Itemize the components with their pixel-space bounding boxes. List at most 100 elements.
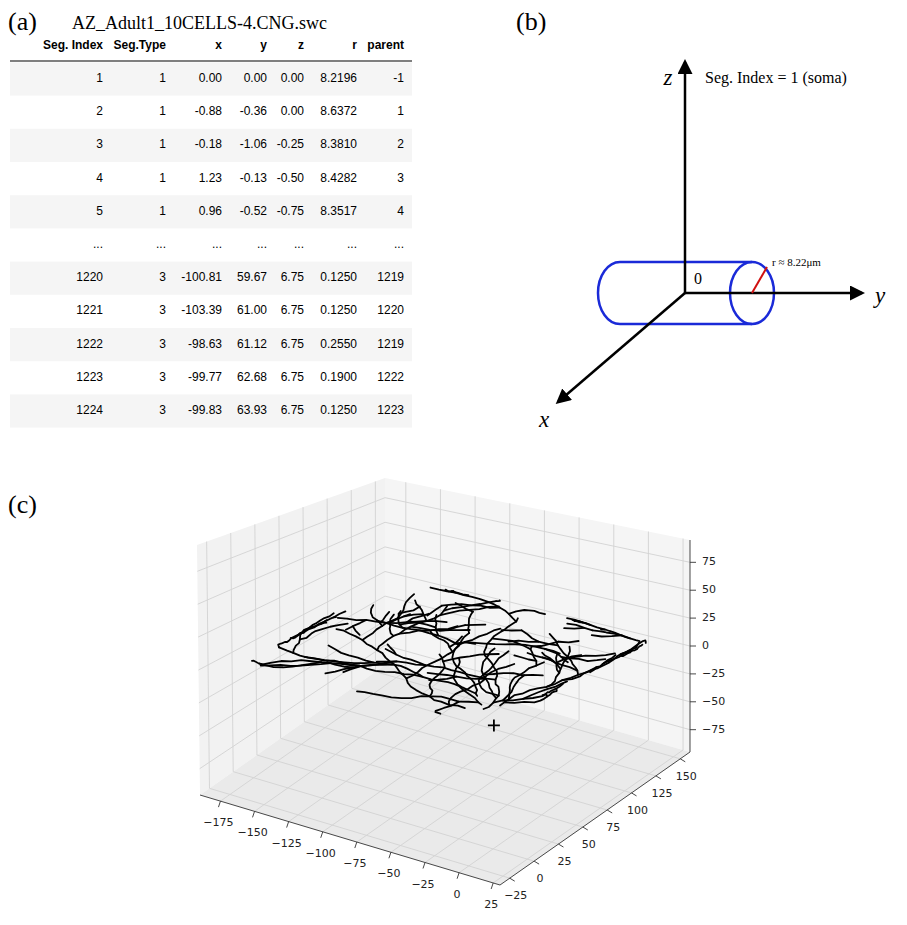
table-cell: 0.00 — [244, 72, 267, 85]
tick-label: −25 — [504, 890, 527, 902]
table-cell: 6.75 — [281, 338, 304, 351]
annotation: r ≈ 8.22μm — [772, 256, 821, 268]
row-shade — [10, 62, 412, 95]
table-cell: 6.75 — [281, 404, 304, 417]
tick-label: −125 — [272, 838, 302, 850]
axis-line — [500, 752, 690, 885]
table-cell: 0.1250 — [320, 272, 357, 285]
y-axis — [685, 292, 862, 295]
axis-line — [690, 673, 696, 674]
table-cell: 1219 — [377, 272, 404, 285]
dendrite — [509, 662, 544, 699]
dendrite — [493, 684, 563, 703]
table-cell: -99.77 — [188, 371, 222, 384]
grid-line — [200, 645, 385, 768]
table-cell: ... — [212, 238, 222, 251]
table-cell: -99.83 — [188, 404, 222, 417]
dendrite — [558, 641, 578, 642]
table-header: y — [260, 39, 267, 52]
axis-line — [690, 618, 696, 619]
floor-pane — [200, 665, 690, 885]
table-cell: 3 — [159, 272, 166, 285]
tick-label: 50 — [702, 584, 716, 596]
grid-line — [493, 750, 683, 883]
radius-line — [752, 267, 767, 293]
axis-line — [253, 811, 255, 817]
axis-line — [389, 852, 391, 858]
table-header: r — [352, 39, 357, 52]
tick-label: −25 — [702, 668, 725, 680]
table-cell: -100.81 — [181, 272, 222, 285]
table-cell: 1 — [397, 106, 404, 119]
neuron-plot — [197, 478, 696, 889]
cylinder-cap — [598, 262, 620, 324]
dendrite — [431, 588, 517, 622]
dendrite — [502, 629, 522, 631]
grid-line — [289, 691, 475, 822]
grid-line — [385, 522, 690, 590]
table-cell: 0.00 — [281, 72, 304, 85]
table-cell: 6.75 — [281, 305, 304, 318]
table-cell: 2 — [96, 106, 103, 119]
table-header: parent — [367, 39, 404, 52]
axis-label: y — [875, 283, 885, 308]
table-cell: 8.3810 — [320, 139, 357, 152]
table-cell: 1223 — [377, 404, 404, 417]
table-cell: ... — [257, 238, 267, 251]
table-cell: 59.67 — [237, 272, 267, 285]
panel-letter: (c) — [8, 491, 37, 520]
tick-label: 25 — [557, 856, 571, 868]
dendrite — [336, 629, 465, 708]
grid-line — [385, 645, 690, 729]
table-cell: 0.96 — [199, 205, 222, 218]
tick-label: −75 — [702, 724, 725, 736]
dendrite — [550, 634, 579, 675]
grid-line — [328, 705, 631, 793]
tick-label: 25 — [484, 899, 498, 911]
dendrite — [493, 639, 512, 641]
axis-label: x — [539, 407, 549, 432]
axis-line — [423, 863, 425, 869]
panel-letter: (b) — [516, 8, 546, 37]
table-cell: 0.1250 — [320, 404, 357, 417]
dendrite — [279, 647, 481, 704]
axis-line — [491, 883, 493, 889]
dendrite — [278, 633, 302, 648]
tick-label: −75 — [343, 858, 366, 870]
tick-label: −50 — [377, 868, 400, 880]
table-cell: 1 — [159, 205, 166, 218]
table-cell: 3 — [159, 404, 166, 417]
grid-line — [357, 710, 545, 842]
table-cell: -0.36 — [240, 106, 267, 119]
table-cell: 0.1900 — [320, 371, 357, 384]
tick-label: 125 — [651, 788, 672, 800]
table-cell: 3 — [96, 139, 103, 152]
table-cell: 8.2196 — [320, 72, 357, 85]
table-cell: 2 — [397, 139, 404, 152]
axis-line — [690, 701, 696, 702]
table-header: Seg.Type — [114, 39, 166, 52]
grid-line — [425, 730, 614, 862]
tick-label: 0 — [454, 889, 461, 901]
grid-line — [233, 772, 534, 861]
table-cell: 8.6372 — [320, 106, 357, 119]
row-shade — [10, 129, 412, 162]
axis-line — [690, 646, 696, 647]
table-cell: -1.06 — [240, 139, 267, 152]
dendrite — [443, 654, 499, 661]
axis-line — [632, 793, 637, 796]
table-cell: 1220 — [377, 305, 404, 318]
x-axis — [558, 293, 685, 402]
dendrite — [353, 626, 360, 635]
dendrite — [362, 594, 414, 640]
axis-line — [690, 562, 696, 563]
table-cell: 5 — [96, 205, 103, 218]
axis-line — [355, 842, 357, 848]
table-cell: ... — [93, 238, 103, 251]
dendrite — [601, 629, 640, 647]
header-rule — [10, 60, 412, 61]
dendrite — [465, 642, 560, 654]
table-cell: 0.00 — [281, 106, 304, 119]
coordinate-axes — [558, 62, 862, 402]
z-axis — [684, 62, 687, 293]
